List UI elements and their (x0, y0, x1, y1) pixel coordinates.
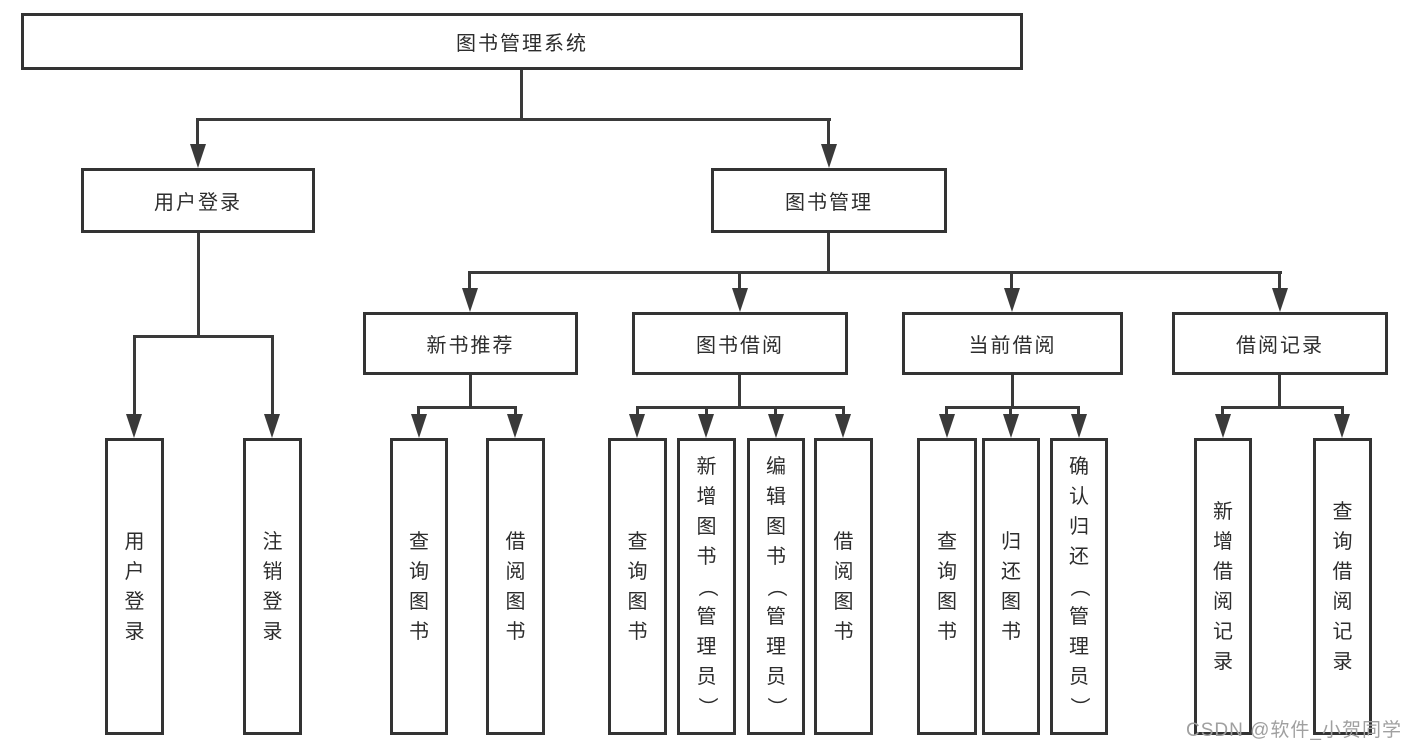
node-new-book-recommendation: 新书推荐 (363, 312, 578, 375)
arrowhead-down-icon (698, 414, 714, 438)
connector-line (469, 375, 472, 408)
connector-line (1278, 375, 1281, 408)
node-label: 用户登录 (154, 192, 242, 214)
arrowhead-down-icon (732, 288, 748, 312)
connector-line (417, 406, 420, 418)
leaf-borrow-books: 借阅图书 (814, 438, 873, 735)
leaf-borrow-books: 借阅图书 (486, 438, 545, 735)
arrowhead-down-icon (1272, 288, 1288, 312)
connector-line (842, 406, 845, 418)
leaf-query-borrow-record: 查询借阅记录 (1313, 438, 1372, 735)
node-label: 图书借阅 (696, 335, 784, 357)
leaf-edit-books-admin: 编辑图书（管理员） (747, 438, 805, 735)
arrowhead-down-icon (629, 414, 645, 438)
connector-line (945, 406, 1080, 409)
arrowhead-down-icon (1215, 414, 1231, 438)
node-user-login: 用户登录 (81, 168, 315, 233)
arrowhead-down-icon (835, 414, 851, 438)
node-label: 新书推荐 (426, 335, 515, 357)
connector-line (133, 335, 136, 417)
connector-line (636, 406, 639, 418)
leaf-confirm-return-admin: 确认归还（管理员） (1050, 438, 1108, 735)
connector-line (520, 69, 523, 119)
connector-line (636, 406, 844, 409)
arrowhead-down-icon (1334, 414, 1350, 438)
arrowhead-down-icon (1071, 414, 1087, 438)
connector-line (1278, 271, 1281, 292)
connector-line (1009, 406, 1012, 418)
connector-line (468, 271, 1282, 274)
leaf-add-borrow-record: 新增借阅记录 (1194, 438, 1252, 735)
node-label: 借阅记录 (1236, 335, 1324, 357)
arrowhead-down-icon (1003, 414, 1019, 438)
arrowhead-down-icon (939, 414, 955, 438)
arrowhead-down-icon (462, 288, 478, 312)
node-library-management-system: 图书管理系统 (21, 13, 1023, 70)
connector-line (1077, 406, 1080, 418)
connector-line (271, 335, 274, 417)
arrowhead-down-icon (126, 414, 142, 438)
connector-line (738, 375, 741, 408)
leaf-return-books: 归还图书 (982, 438, 1040, 735)
leaf-add-books-admin: 新增图书（管理员） (677, 438, 736, 735)
arrowhead-down-icon (411, 414, 427, 438)
csdn-watermark: CSDN @软件_小贺同学 (1186, 720, 1402, 741)
connector-line (827, 233, 830, 274)
connector-line (705, 406, 708, 418)
arrowhead-down-icon (768, 414, 784, 438)
leaf-query-books: 查询图书 (390, 438, 448, 735)
connector-line (196, 118, 199, 150)
arrowhead-down-icon (821, 144, 837, 168)
connector-line (827, 118, 830, 150)
node-label: 图书管理系统 (456, 33, 588, 55)
connector-line (197, 118, 831, 121)
connector-line (1221, 406, 1224, 418)
node-book-borrowing: 图书借阅 (632, 312, 848, 375)
node-label: 图书管理 (785, 192, 873, 214)
connector-line (1341, 406, 1344, 418)
node-label: 当前借阅 (968, 335, 1057, 357)
node-book-management: 图书管理 (711, 168, 947, 233)
connector-line (197, 233, 200, 337)
node-borrowing-records: 借阅记录 (1172, 312, 1388, 375)
connector-line (1011, 375, 1014, 408)
connector-line (468, 271, 471, 292)
leaf-query-books: 查询图书 (608, 438, 667, 735)
connector-line (774, 406, 777, 418)
connector-line (945, 406, 948, 418)
leaf-user-login: 用户登录 (105, 438, 164, 735)
connector-line (1010, 271, 1013, 292)
leaf-logout: 注销登录 (243, 438, 302, 735)
arrowhead-down-icon (1004, 288, 1020, 312)
connector-line (738, 271, 741, 292)
connector-line (1221, 406, 1343, 409)
connector-line (514, 406, 517, 418)
arrowhead-down-icon (264, 414, 280, 438)
connector-line (417, 406, 517, 409)
leaf-query-books: 查询图书 (917, 438, 977, 735)
arrowhead-down-icon (190, 144, 206, 168)
connector-line (133, 335, 274, 338)
arrowhead-down-icon (507, 414, 523, 438)
node-current-borrowing: 当前借阅 (902, 312, 1123, 375)
